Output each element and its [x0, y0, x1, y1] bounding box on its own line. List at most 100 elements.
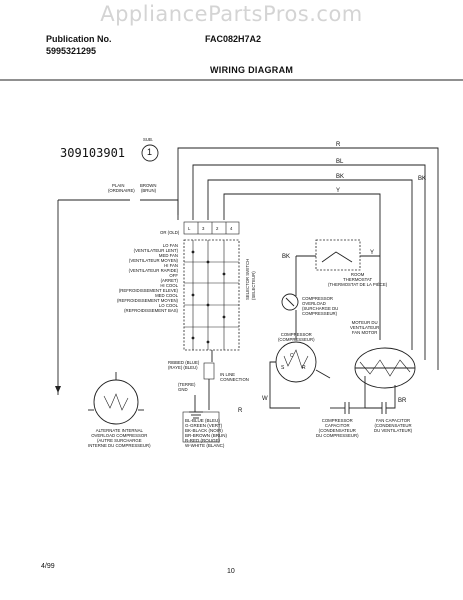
switch-position: (VENTILATEUR LENT) [133, 248, 178, 253]
label-line: (CONDENSATEUR [374, 423, 412, 428]
wire-blue [192, 164, 426, 360]
label-line: MOTEUR DU [351, 320, 378, 325]
switch-position: (VENTILATEUR RAPIDE) [128, 268, 178, 273]
cord-line-right [140, 199, 179, 220]
ground-label: (TERRE) GND [178, 382, 195, 392]
comp-pin-c: C [290, 353, 294, 359]
room-thermostat-label: ROOM THERMOSTAT (THERMOSTAT DE LA PIÈCE) [328, 272, 387, 287]
switch-position: HI COOL [160, 283, 178, 288]
ribbed-blue-label: RIBBED (BLUE) (RAYE) (BLEU) [168, 360, 199, 370]
selector-switch-label: SELECTOR SWITCH [245, 258, 250, 300]
legend-item: R-RED (ROUGE) [185, 438, 220, 443]
wire-label-y2: Y [370, 250, 375, 256]
label-line: INTERNE DU COMPRESSEUR) [88, 443, 151, 448]
switch-position: OFF [169, 273, 178, 278]
label-line: DU VENTILATEUR) [374, 428, 413, 433]
internal-overload-label: ALTERNATE INTERNAL OVERLOAD COMPRESSOR (… [88, 428, 151, 448]
switch-positions: LO FAN (VENTILATEUR LENT) MED FAN (VENTI… [117, 243, 178, 313]
fan-motor-label: MOTEUR DU VENTILATEUR FAN MOTOR [350, 320, 379, 335]
cord-plain: PLAIN [112, 183, 125, 188]
label-line: THERMOSTAT [343, 277, 373, 282]
label-line: (CONDENSATEUR [318, 428, 356, 433]
overload-label: COMPRESSOR OVERLOAD (SURCHARGE DU COMPRE… [302, 296, 338, 316]
overload-symbol [281, 293, 299, 311]
cord-brown-fr: (BRUN) [141, 188, 157, 193]
label-line: OVERLOAD COMPRESSOR [91, 433, 148, 438]
label-line: (THERMOSTAT DE LA PIÈCE) [328, 282, 388, 287]
label-line: (RAYE) (BLEU) [168, 365, 198, 370]
switch-position: (REFROIDISSEMENT MOYEN) [116, 298, 178, 303]
label-line: COMPRESSEUR) [302, 311, 338, 316]
in-line-connector [203, 362, 215, 380]
legend-item: G-GREEN (VERT) [185, 423, 223, 428]
label-line: (AUTRE SURCHARGE [96, 438, 142, 443]
terminal-4: 4 [230, 226, 233, 231]
wire-label-bk2: BK [282, 254, 291, 260]
cord-arrow [55, 386, 61, 393]
wire-label-bk3: BK [418, 176, 427, 182]
switch-position: (VENTILATEUR MOYEN) [128, 258, 178, 263]
page-title: WIRING DIAGRAM [210, 65, 294, 75]
compressor-symbol [275, 341, 317, 383]
sub-number: 1 [147, 147, 153, 157]
fan-capacitor-label: FAN CAPACITOR (CONDENSATEUR DU VENTILATE… [374, 418, 412, 433]
cord-brown: BROWN [140, 183, 157, 188]
wire-yellow [223, 193, 381, 340]
label-line: IN LINE [220, 372, 236, 377]
switch-position: HI FAN [164, 263, 178, 268]
terminal-2: 2 [216, 226, 219, 231]
wire-red-outer [177, 147, 439, 370]
switch-position: MED COOL [155, 293, 178, 298]
selector-switch-label-fr: (SELECTEUR) [251, 271, 256, 300]
publication-number: 5995321295 [46, 46, 97, 56]
switch-position: LO FAN [162, 243, 178, 248]
thermostat-contact [321, 251, 353, 263]
label-line: (TERRE) [178, 382, 196, 387]
label-line: ROOM [350, 272, 365, 277]
color-legend-box [182, 411, 220, 443]
label-line: (SURCHARGE DU [302, 306, 339, 311]
switch-position: (REFROIDISSEMENT BAS) [124, 308, 178, 313]
sub-circle [141, 144, 159, 162]
or-gold-label: OR (OLD) [160, 230, 180, 235]
selector-switch-body [183, 239, 240, 351]
comp-pin-r: R [302, 365, 306, 371]
label-line: VENTILATEUR [350, 325, 380, 330]
part-number: 309103901 [60, 146, 126, 160]
publication-label: Publication No. [46, 34, 112, 44]
label-line: GND [178, 387, 188, 392]
switch-position: LO COOL [158, 303, 178, 308]
wire-label-w: W [262, 396, 268, 402]
label-line: CONNECTION [220, 377, 249, 382]
thermostat-box [315, 239, 361, 271]
page-number: 10 [227, 568, 235, 575]
terminal-3: 3 [202, 226, 205, 231]
label-line: COMPRESSOR [302, 296, 334, 301]
compressor-label: COMPRESSOR (COMPRESSEUR) [278, 332, 315, 342]
wire-label-r: R [336, 142, 341, 148]
label-line: COMPRESSOR [280, 332, 312, 337]
watermark: AppliancePartsPros.com [100, 2, 363, 26]
wire-label-bk: BK [336, 174, 345, 180]
wire-label-r2: R [238, 408, 243, 414]
sub-label: SUB. [143, 137, 154, 142]
label-line: (COMPRESSEUR) [278, 337, 315, 342]
switch-position: (REFROIDISSEMENT ELEVE) [118, 288, 178, 293]
switch-position: (ARRET) [160, 278, 178, 283]
switch-position: MED FAN [158, 253, 178, 258]
label-line: FAN CAPACITOR [375, 418, 411, 423]
in-line-label: IN LINE CONNECTION [220, 372, 249, 382]
label-line: CAPACITOR [324, 423, 350, 428]
wire-label-y: Y [336, 188, 341, 194]
legend-item: W-WHITE (BLANC) [185, 443, 225, 448]
label-line: ALTERNATE INTERNAL [95, 428, 143, 433]
model-number: FAC082H7A2 [205, 34, 262, 44]
terminal-l: L [188, 226, 191, 231]
label-line: FAN MOTOR [351, 330, 378, 335]
wire-label-br: BR [398, 398, 407, 404]
legend-item: BL-BLUE (BLEU) [185, 418, 220, 423]
label-line: OVERLOAD [302, 301, 326, 306]
comp-pin-s: S [281, 365, 285, 371]
legend-item: BR-BROWN (BRUN) [185, 433, 227, 438]
